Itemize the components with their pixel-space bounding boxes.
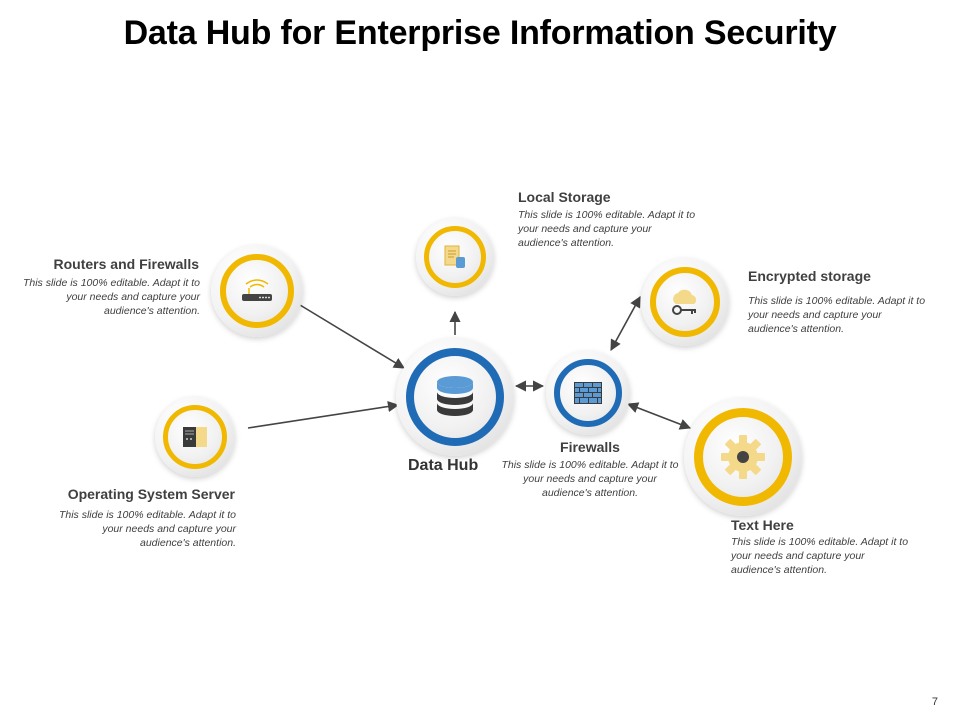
document-icon: [444, 245, 465, 268]
gear-icon: [721, 435, 765, 479]
routers-node[interactable]: [211, 245, 303, 337]
firewalls-desc: This slide is 100% editable. Adapt it to…: [501, 459, 679, 499]
routers-desc: This slide is 100% editable. Adapt it to…: [22, 277, 200, 317]
arrow-server-to-hub: [247, 400, 400, 429]
database-icon: [437, 376, 473, 416]
data-hub-node[interactable]: [396, 338, 514, 456]
local-storage-node[interactable]: [416, 218, 494, 296]
server-icon: [183, 427, 207, 447]
arrow-routers-to-hub: [299, 304, 405, 369]
cloud-key-icon: [672, 289, 697, 315]
local-storage-title: Local Storage: [518, 189, 611, 205]
os-server-node[interactable]: [155, 397, 235, 477]
arrow-firewalls-text-here: [626, 402, 692, 430]
text-here-desc: This slide is 100% editable. Adapt it to…: [731, 536, 909, 576]
data-hub-label: Data Hub: [408, 457, 479, 474]
slide-title: Data Hub for Enterprise Information Secu…: [123, 14, 837, 52]
routers-title: Routers and Firewalls: [53, 256, 199, 272]
firewall-icon: [574, 382, 602, 404]
encrypted-storage-desc: This slide is 100% editable. Adapt it to…: [748, 295, 926, 335]
os-server-desc: This slide is 100% editable. Adapt it to…: [58, 509, 236, 549]
encrypted-storage-node[interactable]: [641, 258, 729, 346]
firewalls-node[interactable]: [546, 351, 630, 435]
router-icon: [242, 279, 272, 301]
page-number: 7: [931, 696, 938, 708]
text-here-node[interactable]: [684, 398, 802, 516]
firewalls-title: Firewalls: [560, 439, 620, 455]
encrypted-storage-title: Encrypted storage: [748, 268, 871, 284]
os-server-title: Operating System Server: [67, 486, 235, 502]
local-storage-desc: This slide is 100% editable. Adapt it to…: [518, 209, 696, 249]
text-here-title: Text Here: [731, 517, 794, 533]
arrow-firewalls-encrypted: [610, 296, 641, 351]
